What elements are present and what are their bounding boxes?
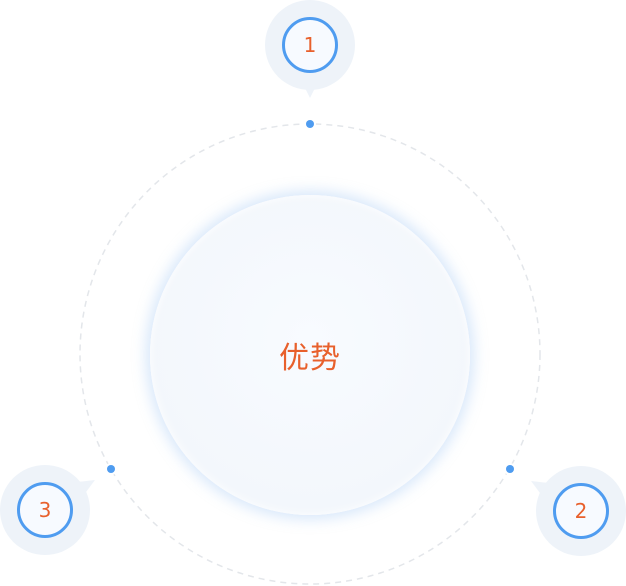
- badge-number: 3: [38, 498, 52, 522]
- node-badge-3: 3: [0, 465, 99, 555]
- node-badge-2: 2: [527, 466, 626, 556]
- badge-number: 1: [303, 33, 317, 57]
- badge-ring: 2: [553, 483, 609, 539]
- node-badge-1: 1: [265, 0, 355, 98]
- badge-ring: 1: [282, 17, 338, 73]
- badge-number: 2: [574, 499, 588, 523]
- center-label: 优势: [279, 341, 341, 376]
- orbit-dot-2: [506, 465, 514, 473]
- badge-ring: 3: [17, 482, 73, 538]
- center-circle: 优势: [150, 195, 470, 515]
- orbit-dot-1: [306, 120, 314, 128]
- orbit-dot-3: [107, 465, 115, 473]
